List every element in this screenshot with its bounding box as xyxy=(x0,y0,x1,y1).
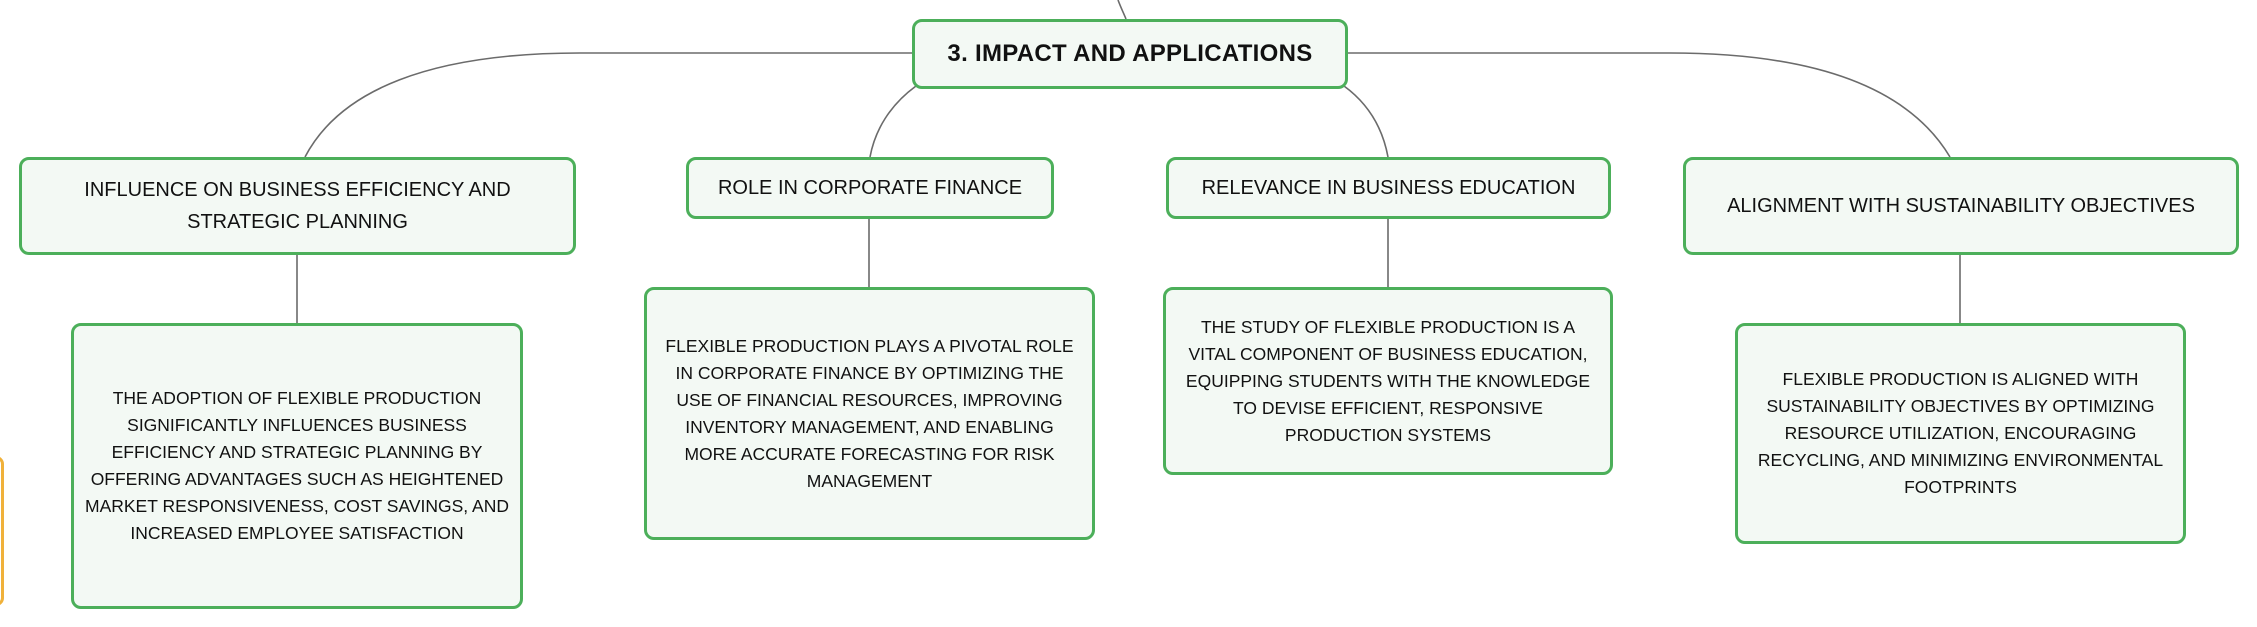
detail-node-text: FLEXIBLE PRODUCTION IS ALIGNED WITH SUST… xyxy=(1757,369,2164,497)
detail-node-business-education[interactable]: THE STUDY OF FLEXIBLE PRODUCTION IS A VI… xyxy=(1163,287,1613,475)
branch-node-label: ALIGNMENT WITH SUSTAINABILITY OBJECTIVES xyxy=(1727,195,2195,217)
detail-node-business-efficiency[interactable]: THE ADOPTION OF FLEXIBLE PRODUCTION SIGN… xyxy=(71,323,523,609)
detail-node-corporate-finance[interactable]: FLEXIBLE PRODUCTION PLAYS A PIVOTAL ROLE… xyxy=(644,287,1095,540)
branch-node-label: RELEVANCE IN BUSINESS EDUCATION xyxy=(1201,177,1576,199)
detail-node-text: THE ADOPTION OF FLEXIBLE PRODUCTION SIGN… xyxy=(85,388,509,543)
connector-root-to-branch-3 xyxy=(1343,85,1389,158)
branch-node-label: INFLUENCE ON BUSINESS EFFICIENCY AND STR… xyxy=(84,179,511,233)
connector-root-to-branch-4 xyxy=(1348,52,1951,158)
connector-parent-to-root xyxy=(1117,0,1127,20)
root-node[interactable]: 3. IMPACT AND APPLICATIONS xyxy=(912,19,1348,89)
branch-node-business-education[interactable]: RELEVANCE IN BUSINESS EDUCATION xyxy=(1166,157,1611,219)
branch-node-business-efficiency[interactable]: INFLUENCE ON BUSINESS EFFICIENCY AND STR… xyxy=(19,157,576,255)
branch-node-sustainability[interactable]: ALIGNMENT WITH SUSTAINABILITY OBJECTIVES xyxy=(1683,157,2239,255)
detail-node-sustainability[interactable]: FLEXIBLE PRODUCTION IS ALIGNED WITH SUST… xyxy=(1735,323,2186,544)
offscreen-node-edge[interactable] xyxy=(0,456,4,606)
detail-node-text: FLEXIBLE PRODUCTION PLAYS A PIVOTAL ROLE… xyxy=(665,335,1074,491)
detail-node-text: THE STUDY OF FLEXIBLE PRODUCTION IS A VI… xyxy=(1185,316,1591,445)
branch-node-label: ROLE IN CORPORATE FINANCE xyxy=(717,177,1023,199)
branch-node-corporate-finance[interactable]: ROLE IN CORPORATE FINANCE xyxy=(686,157,1054,219)
root-node-label: 3. IMPACT AND APPLICATIONS xyxy=(947,40,1313,67)
connector-root-to-branch-2 xyxy=(869,85,917,158)
connector-root-to-branch-1 xyxy=(304,52,912,158)
